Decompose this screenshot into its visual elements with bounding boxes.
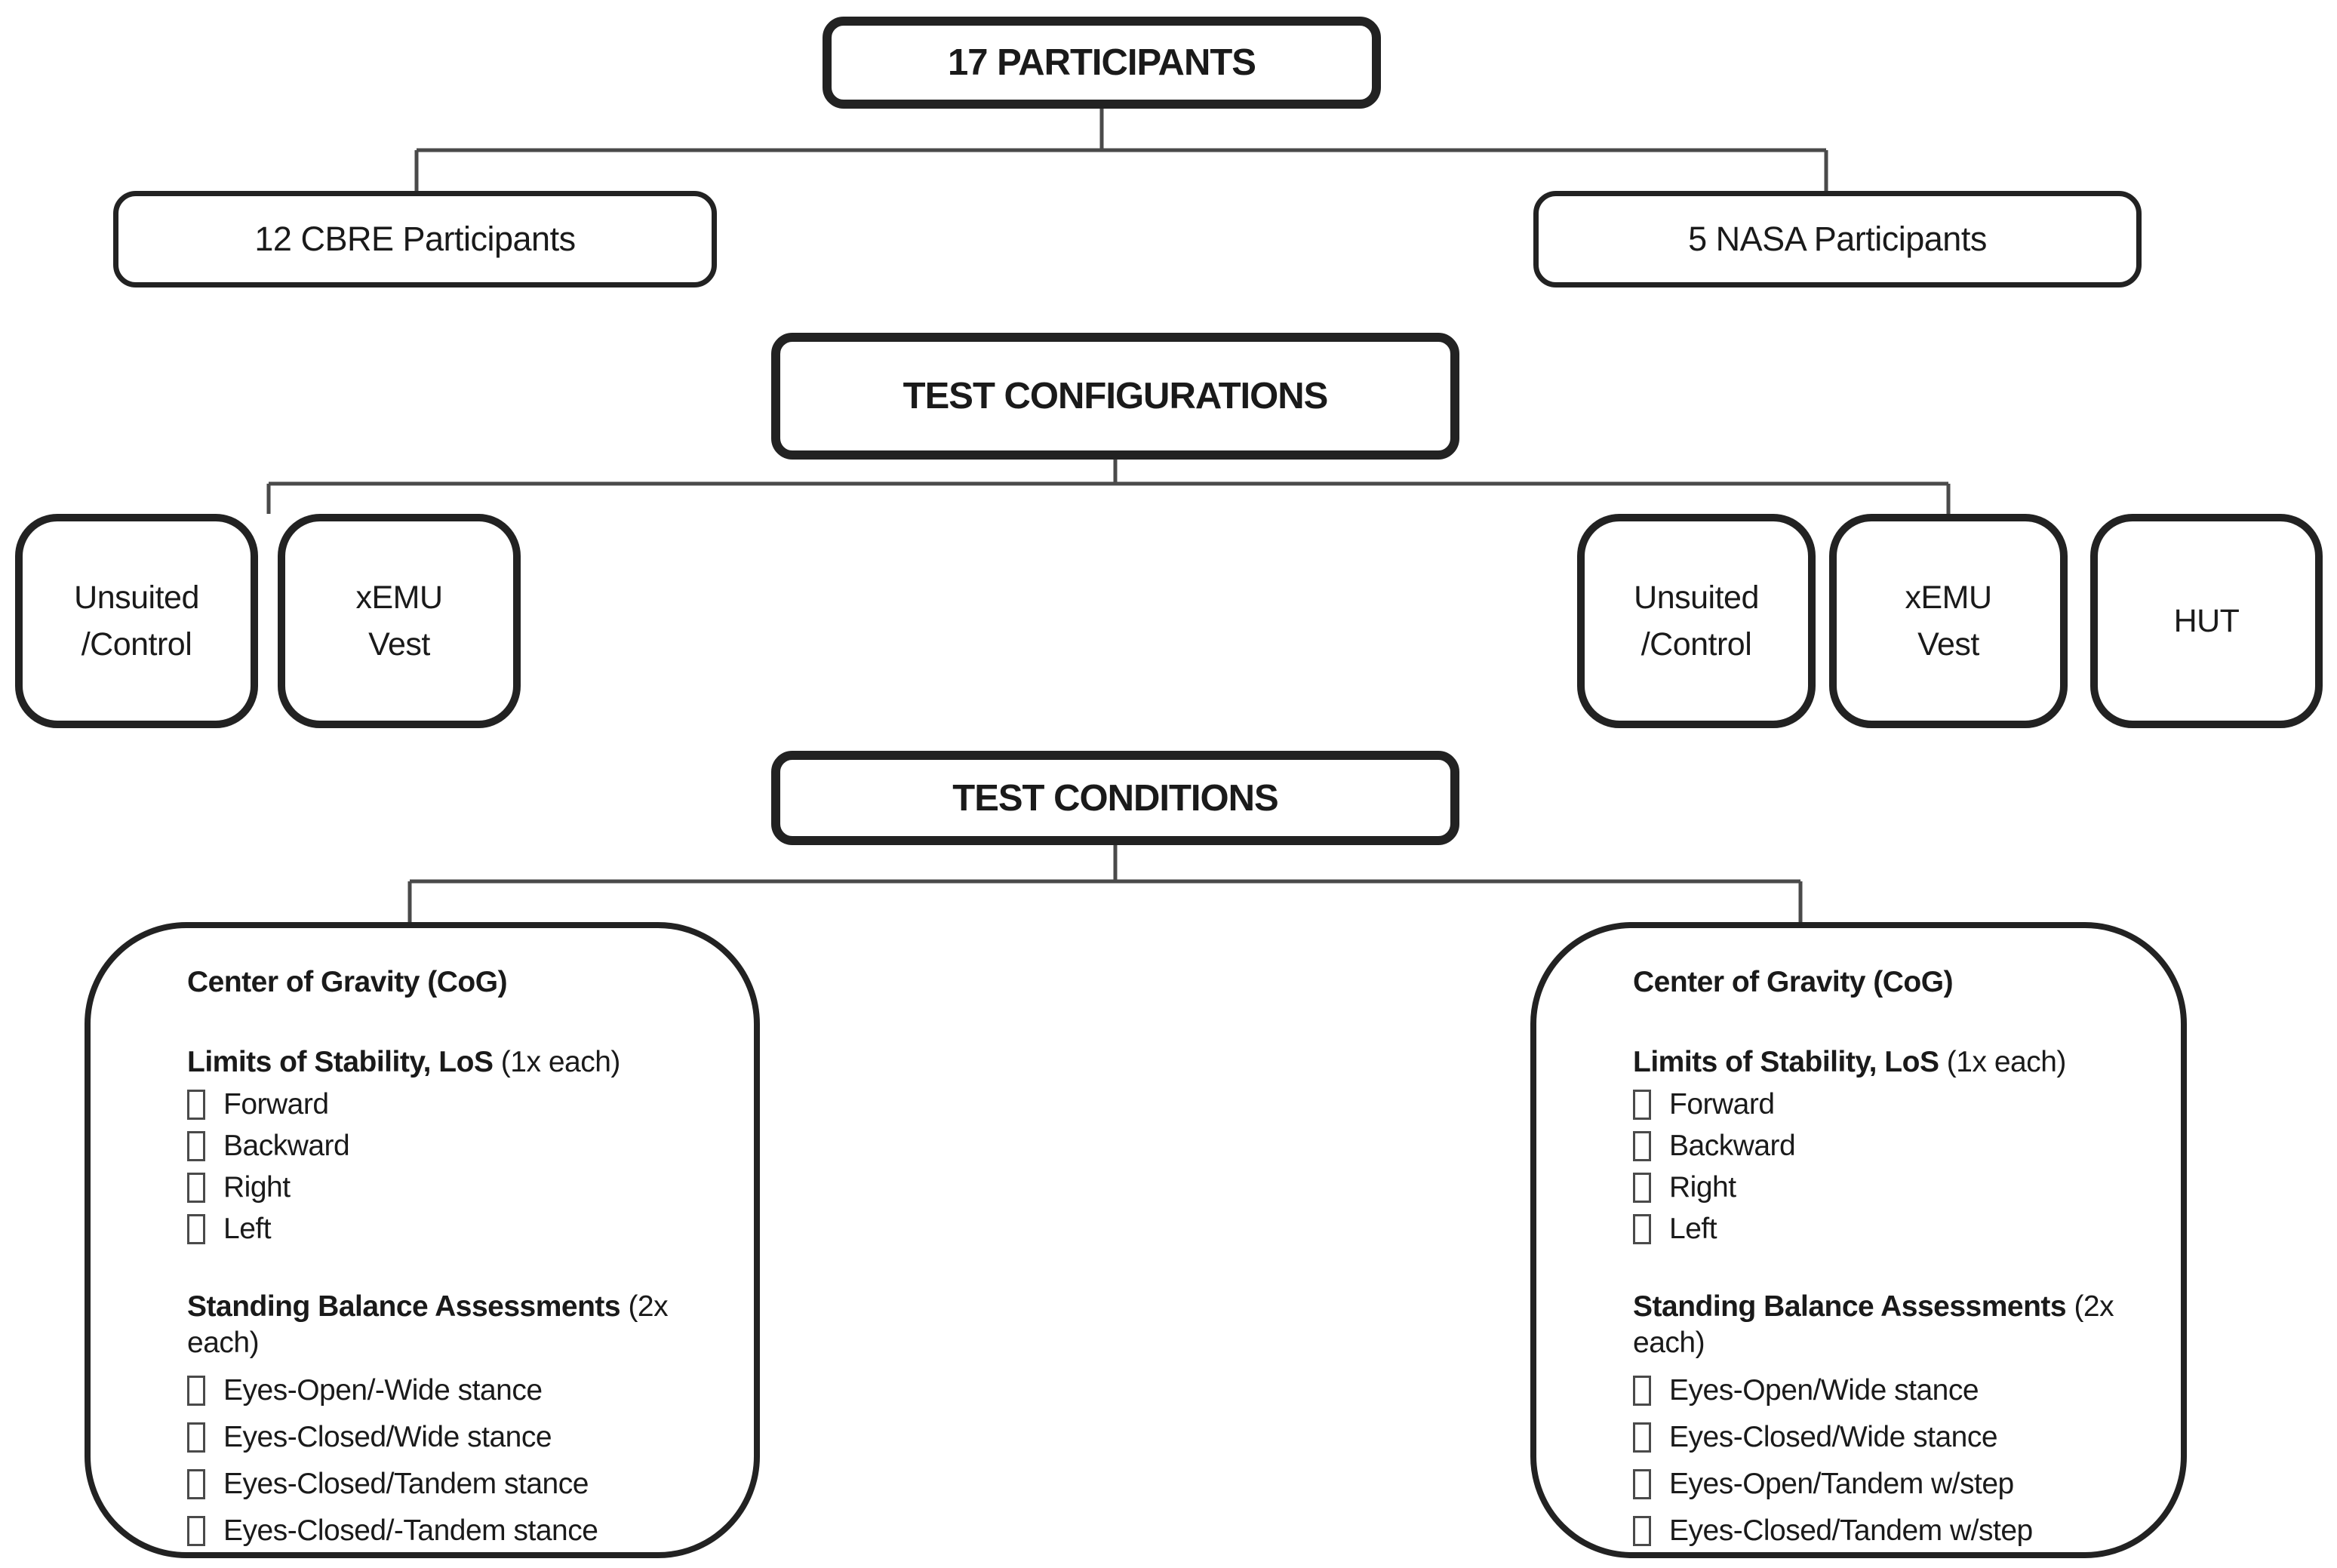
test-configurations-label: TEST CONFIGURATIONS (903, 376, 1329, 417)
cbre-participants-box: 12 CBRE Participants (113, 191, 717, 287)
config-nasa-unsuited-label: Unsuited /Control (1634, 579, 1759, 663)
checkbox-icon (1633, 1131, 1651, 1161)
sba-item: Eyes-Closed/Tandem stance (187, 1467, 731, 1502)
checkbox-icon (187, 1376, 205, 1406)
connector-test-configurations (266, 460, 1951, 514)
los-item: Left (1633, 1212, 2158, 1247)
sba-item: Eyes-Closed/-Tandem stance (187, 1514, 731, 1548)
nasa-participants-label: 5 NASA Participants (1688, 220, 1987, 258)
connector-test-conditions (407, 845, 1803, 922)
checkbox-icon (187, 1469, 205, 1499)
los-item: Forward (187, 1087, 731, 1122)
sba-item: Eyes-Open/Wide stance (1633, 1373, 2158, 1408)
config-nasa-hut-box: HUT (2090, 514, 2323, 728)
checkbox-icon (187, 1090, 205, 1120)
los-item: Right (1633, 1170, 2158, 1205)
cog-heading: Center of Gravity (CoG) (1633, 966, 1954, 998)
checkbox-icon (187, 1214, 205, 1244)
conditions-nasa-panel: Center of Gravity (CoG) Limits of Stabil… (1530, 922, 2187, 1558)
config-cbre-unsuited-label: Unsuited /Control (74, 579, 199, 663)
sba-item: Eyes-Open/-Wide stance (187, 1373, 731, 1408)
checkbox-icon (1633, 1422, 1651, 1453)
checkbox-icon (1633, 1516, 1651, 1546)
checkbox-icon (1633, 1214, 1651, 1244)
spacer (187, 1247, 731, 1289)
los-heading: Limits of Stability, LoS (1x each) (1633, 1046, 2066, 1078)
checkbox-icon (1633, 1090, 1651, 1120)
config-cbre-unsuited-box: Unsuited /Control (15, 514, 258, 728)
test-configurations-header-box: TEST CONFIGURATIONS (771, 333, 1459, 460)
checkbox-icon (187, 1173, 205, 1203)
spacer (187, 1001, 731, 1044)
sba-item: Eyes-Closed/Tandem w/step (1633, 1514, 2158, 1548)
checkbox-icon (1633, 1376, 1651, 1406)
checkbox-icon (1633, 1469, 1651, 1499)
connector-participants (414, 109, 1828, 191)
spacer (1633, 1001, 2158, 1044)
los-item: Right (187, 1170, 731, 1205)
checkbox-icon (187, 1516, 205, 1546)
config-nasa-xemu-vest-label: xEMU Vest (1905, 579, 1992, 663)
sba-item: Eyes-Open/Tandem w/step (1633, 1467, 2158, 1502)
los-item: Left (187, 1212, 731, 1247)
los-item: Backward (187, 1129, 731, 1164)
checkbox-icon (187, 1422, 205, 1453)
nasa-participants-box: 5 NASA Participants (1533, 191, 2142, 287)
los-heading: Limits of Stability, LoS (1x each) (187, 1046, 620, 1078)
los-item: Backward (1633, 1129, 2158, 1164)
checkbox-icon (1633, 1173, 1651, 1203)
checkbox-icon (187, 1131, 205, 1161)
test-conditions-label: TEST CONDITIONS (952, 777, 1278, 819)
cbre-participants-label: 12 CBRE Participants (254, 220, 576, 258)
config-nasa-unsuited-box: Unsuited /Control (1577, 514, 1816, 728)
participants-total-box: 17 PARTICIPANTS (823, 17, 1381, 109)
sba-item: Eyes-Closed/Wide stance (1633, 1420, 2158, 1455)
sba-heading: Standing Balance Assessments (2x each) (187, 1290, 669, 1359)
config-nasa-xemu-vest-box: xEMU Vest (1829, 514, 2068, 728)
config-nasa-hut-label: HUT (2173, 602, 2240, 639)
participants-total-label: 17 PARTICIPANTS (948, 42, 1256, 83)
sba-item: Eyes-Closed/Wide stance (187, 1420, 731, 1455)
test-conditions-header-box: TEST CONDITIONS (771, 751, 1459, 845)
spacer (1633, 1247, 2158, 1289)
los-item: Forward (1633, 1087, 2158, 1122)
config-cbre-xemu-vest-label: xEMU Vest (355, 579, 443, 663)
sba-heading: Standing Balance Assessments (2x each) (1633, 1290, 2114, 1359)
cog-heading: Center of Gravity (CoG) (187, 966, 508, 998)
conditions-cbre-panel: Center of Gravity (CoG) Limits of Stabil… (85, 922, 760, 1558)
config-cbre-xemu-vest-box: xEMU Vest (278, 514, 521, 728)
